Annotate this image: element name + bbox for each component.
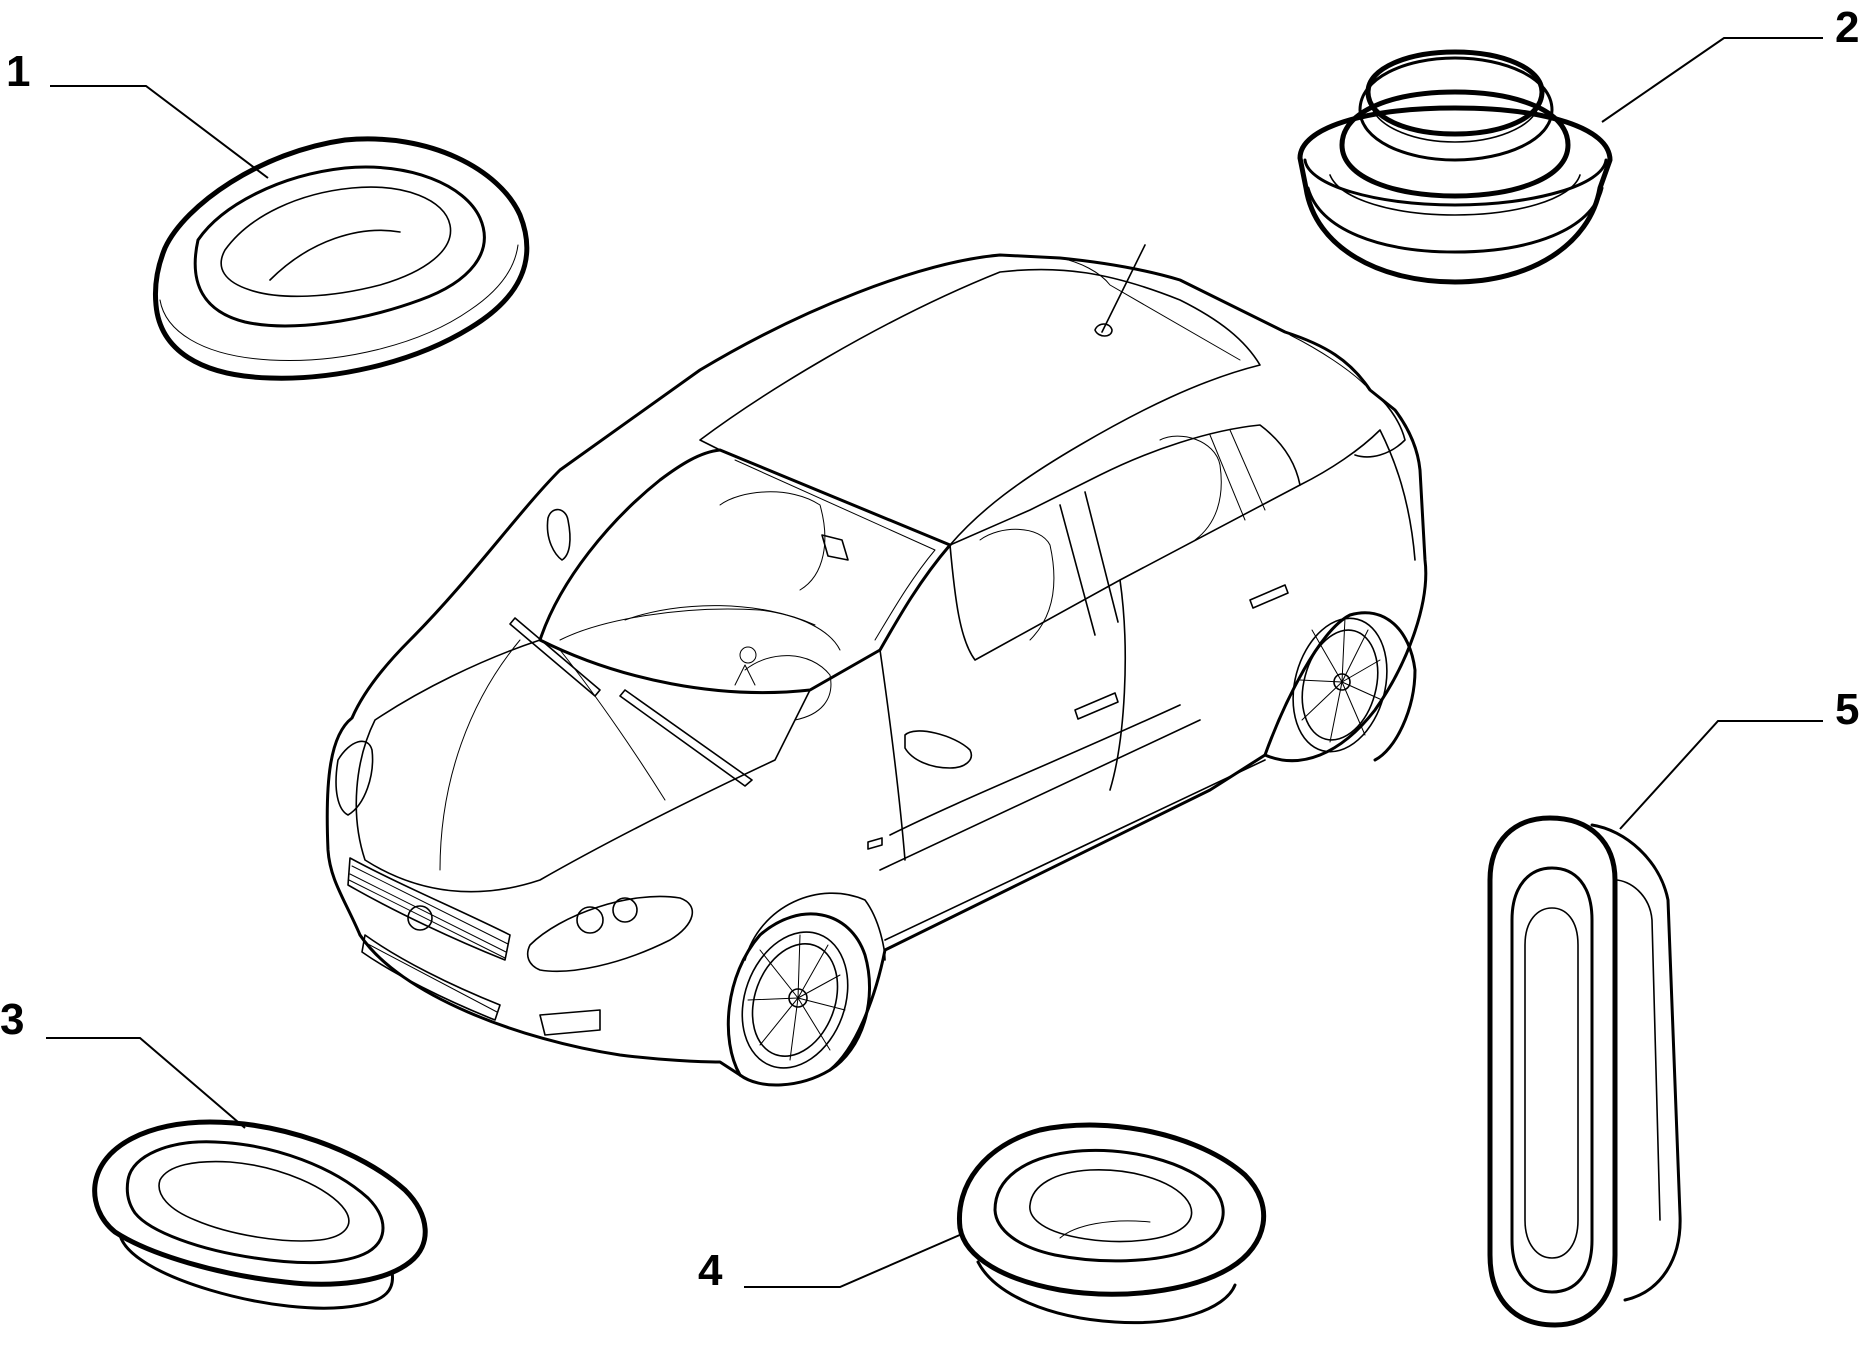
callout-number-3: 3 (0, 995, 25, 1044)
grommet-3-drawing (92, 1119, 428, 1310)
callout-number-4: 4 (698, 1246, 723, 1295)
callout-number-2: 2 (1835, 3, 1860, 52)
leader-line-2 (1601, 37, 1823, 123)
grommet-4-drawing (956, 1122, 1267, 1325)
grommet-1-drawing (153, 136, 530, 381)
leader-line-4 (744, 1233, 963, 1288)
front-wheel-spokes (747, 934, 846, 1061)
hatchback-car-icon (325, 244, 1428, 1087)
leader-line-1 (50, 85, 269, 179)
leader-line-5 (1619, 720, 1823, 830)
leader-line-3 (46, 1037, 246, 1129)
grommet-5-drawing (1487, 815, 1682, 1328)
callout-number-5: 5 (1835, 685, 1860, 734)
rear-wheel-spokes (1299, 617, 1383, 743)
callout-number-1: 1 (6, 47, 31, 96)
leader-lines (46, 37, 1823, 1288)
grommet-2-drawing (1297, 49, 1613, 285)
